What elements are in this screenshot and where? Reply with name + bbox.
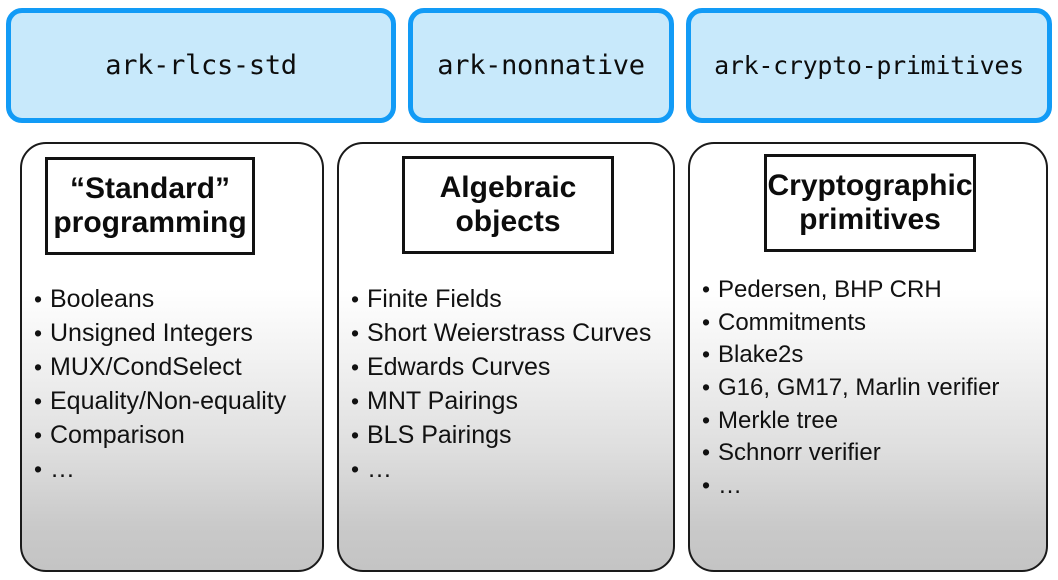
list-item: • … [702, 470, 1040, 503]
list-item-label: Blake2s [718, 341, 804, 369]
panel-heading-line: Algebraic [439, 171, 577, 205]
panel-standard-programming: “Standard” programming • Booleans • Unsi… [20, 142, 324, 572]
list-item-label: Commitments [718, 308, 867, 336]
list-item-label: Merkle tree [718, 406, 839, 434]
list-item-label: Equality/Non-equality [50, 387, 287, 415]
list-item: • Booleans [34, 282, 316, 316]
list-item-label: BLS Pairings [367, 421, 512, 449]
bullet-dot-icon: • [34, 422, 43, 448]
list-item: • … [34, 452, 316, 486]
bullet-dot-icon: • [351, 320, 360, 346]
list-item: • BLS Pairings [351, 418, 667, 452]
bullet-dot-icon: • [34, 354, 43, 380]
bullet-dot-icon: • [702, 471, 711, 498]
panel-heading-line: Cryptographic [767, 169, 973, 203]
list-item-label: Finite Fields [367, 285, 502, 313]
crate-label: ark-rlcs-std [105, 50, 297, 81]
panel-heading-box: Cryptographic primitives [764, 154, 976, 252]
list-item: • G16, GM17, Marlin verifier [702, 372, 1040, 405]
list-item-label: … [718, 471, 742, 499]
bullet-dot-icon: • [34, 388, 43, 414]
list-item: • Comparison [34, 418, 316, 452]
bullet-dot-icon: • [702, 373, 711, 400]
list-item: • Unsigned Integers [34, 316, 316, 350]
list-item-label: Booleans [50, 285, 155, 313]
feature-list: • Pedersen, BHP CRH • Commitments • Blak… [702, 274, 1040, 502]
list-item: • MUX/CondSelect [34, 350, 316, 384]
list-item: • Blake2s [702, 339, 1040, 372]
list-item: • Schnorr verifier [702, 437, 1040, 470]
bullet-dot-icon: • [351, 388, 360, 414]
bullet-dot-icon: • [702, 276, 711, 302]
list-item-label: Schnorr verifier [718, 439, 881, 467]
bullet-dot-icon: • [702, 341, 711, 368]
bullet-dot-icon: • [351, 422, 360, 448]
panel-cryptographic-primitives: Cryptographic primitives • Pedersen, BHP… [688, 142, 1048, 572]
list-item: • Edwards Curves [351, 350, 667, 384]
crate-box-ark-nonnative: ark-nonnative [408, 8, 674, 123]
feature-list: • Finite Fields • Short Weierstrass Curv… [351, 282, 667, 486]
list-item-label: … [367, 455, 392, 483]
panel-heading-line: objects [455, 205, 561, 238]
list-item-label: G16, GM17, Marlin verifier [718, 373, 1000, 401]
feature-list: • Booleans • Unsigned Integers • MUX/Con… [34, 282, 316, 486]
bullet-dot-icon: • [34, 286, 43, 312]
list-item: • Finite Fields [351, 282, 667, 316]
list-item: • Equality/Non-equality [34, 384, 316, 418]
panel-heading-box: Algebraic objects [402, 156, 614, 254]
list-item: • Short Weierstrass Curves [351, 316, 667, 350]
list-item-label: Short Weierstrass Curves [367, 319, 652, 347]
panel-algebraic-objects: Algebraic objects • Finite Fields • Shor… [337, 142, 675, 572]
list-item: • Commitments [702, 307, 1040, 340]
list-item-label: Edwards Curves [367, 353, 551, 381]
bullet-dot-icon: • [702, 308, 711, 335]
list-item-label: MNT Pairings [367, 387, 518, 415]
bullet-dot-icon: • [34, 456, 43, 482]
crate-label: ark-nonnative [437, 50, 645, 81]
bullet-dot-icon: • [351, 286, 360, 312]
bullet-dot-icon: • [702, 439, 711, 466]
bullet-dot-icon: • [351, 354, 360, 380]
list-item-label: … [50, 455, 75, 483]
list-item-label: Comparison [50, 421, 185, 449]
crate-box-ark-crypto-primitives: ark-crypto-primitives [686, 8, 1052, 123]
panel-heading-line: programming [53, 206, 247, 239]
crate-label: ark-crypto-primitives [714, 51, 1024, 80]
list-item-label: MUX/CondSelect [50, 353, 242, 381]
bullet-dot-icon: • [34, 320, 43, 346]
crate-box-ark-rlcs-std: ark-rlcs-std [6, 8, 396, 123]
list-item-label: Unsigned Integers [50, 319, 253, 347]
list-item: • Pedersen, BHP CRH [702, 274, 1040, 307]
bullet-dot-icon: • [702, 406, 711, 433]
panel-heading-line: “Standard” [69, 172, 231, 206]
list-item: • Merkle tree [702, 405, 1040, 438]
panel-heading-line: primitives [799, 203, 941, 236]
list-item: • … [351, 452, 667, 486]
list-item-label: Pedersen, BHP CRH [718, 276, 942, 303]
list-item: • MNT Pairings [351, 384, 667, 418]
panel-heading-box: “Standard” programming [45, 157, 255, 255]
bullet-dot-icon: • [351, 456, 360, 482]
